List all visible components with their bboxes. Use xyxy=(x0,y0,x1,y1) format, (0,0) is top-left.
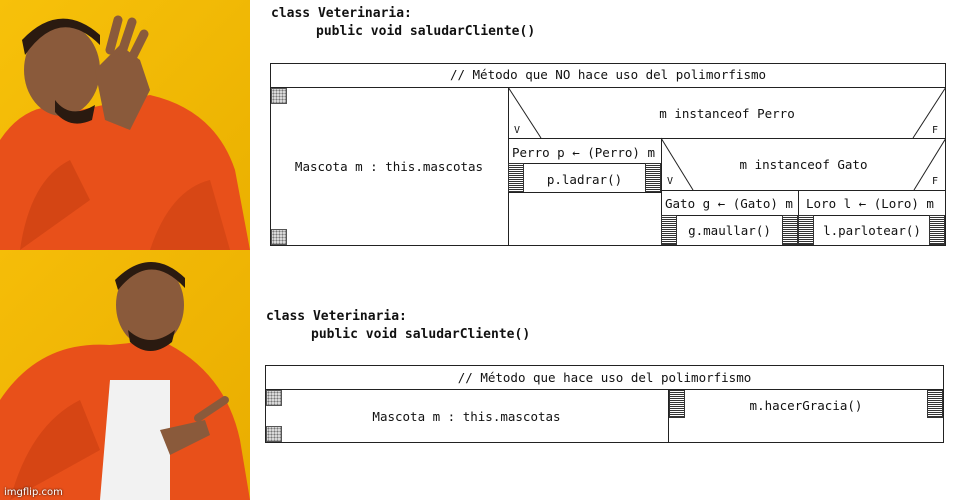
divider xyxy=(508,192,661,193)
false-label: F xyxy=(932,176,939,187)
condition-instanceof-gato: m instanceof Gato xyxy=(739,157,868,172)
top-loop-label: Mascota m : this.mascotas xyxy=(294,159,484,174)
bottom-nassi-diagram xyxy=(265,365,944,443)
divider xyxy=(668,389,669,443)
drake-approve-illustration xyxy=(0,261,250,500)
meme-panel-disapprove xyxy=(0,0,250,250)
subroutine-marker-icon xyxy=(782,215,798,245)
subroutine-marker-icon xyxy=(661,215,677,245)
bottom-class-declaration: class Veterinaria: xyxy=(266,309,407,324)
subroutine-marker-icon xyxy=(927,390,943,418)
assign-perro: Perro p ← (Perro) m xyxy=(512,145,655,160)
loop-marker-icon xyxy=(266,390,282,406)
top-decision-lines xyxy=(508,87,946,191)
subroutine-marker-icon xyxy=(645,163,661,192)
bottom-method-signature: public void saludarCliente() xyxy=(311,327,531,342)
divider xyxy=(270,87,946,88)
top-comment: // Método que NO hace uso del polimorfis… xyxy=(449,67,767,82)
subroutine-marker-icon xyxy=(669,390,685,418)
subroutine-marker-icon xyxy=(798,215,814,245)
true-label: V xyxy=(667,176,674,187)
true-label: V xyxy=(514,125,521,136)
loop-marker-icon xyxy=(271,88,287,104)
bottom-comment: // Método que hace uso del polimorfismo xyxy=(457,370,752,385)
subroutine-marker-icon xyxy=(508,163,524,192)
top-method-signature: public void saludarCliente() xyxy=(316,24,536,39)
false-label: F xyxy=(932,125,939,136)
assign-gato: Gato g ← (Gato) m xyxy=(665,196,793,211)
assign-loro: Loro l ← (Loro) m xyxy=(806,196,934,211)
bottom-loop-label: Mascota m : this.mascotas xyxy=(372,409,561,424)
divider xyxy=(661,190,946,191)
loop-marker-icon xyxy=(266,426,282,442)
meme-panel-approve: imgflip.com xyxy=(0,250,250,500)
call-maullar: g.maullar() xyxy=(688,223,771,238)
call-ladrar: p.ladrar() xyxy=(546,172,623,187)
top-class-declaration: class Veterinaria: xyxy=(271,6,412,21)
watermark: imgflip.com xyxy=(4,487,63,498)
subroutine-marker-icon xyxy=(929,215,945,245)
divider xyxy=(265,389,944,390)
divider xyxy=(508,163,661,164)
loop-marker-icon xyxy=(271,229,287,245)
divider xyxy=(508,138,946,139)
call-parlotear: l.parlotear() xyxy=(823,223,921,238)
divider xyxy=(661,138,662,246)
condition-instanceof-perro: m instanceof Perro xyxy=(659,106,795,121)
call-hacergracia: m.hacerGracia() xyxy=(749,398,863,413)
drake-disapprove-illustration xyxy=(0,15,250,250)
